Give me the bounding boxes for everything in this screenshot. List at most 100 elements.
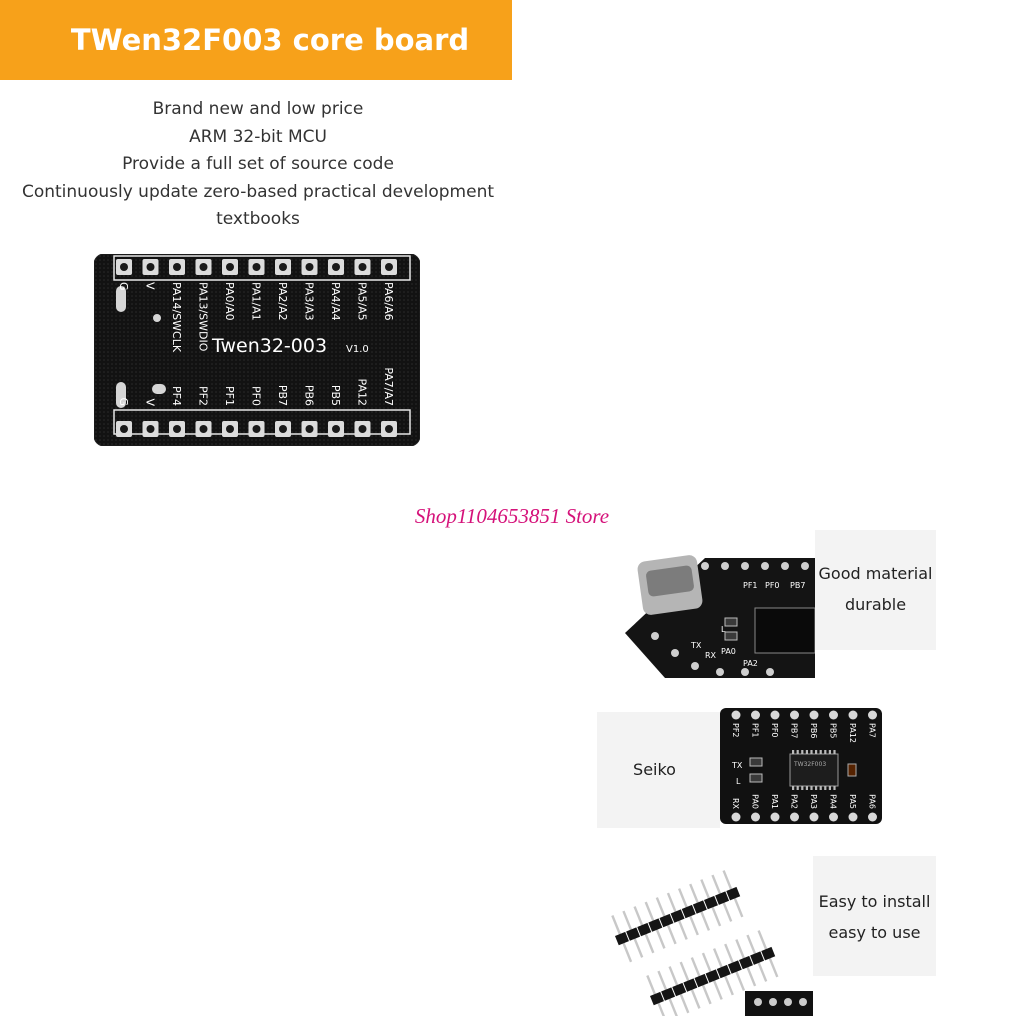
pin-label: PA5 (848, 794, 857, 809)
feature-panel-seiko: Seiko (597, 712, 720, 828)
pin-pad (751, 710, 760, 720)
pin-label: PF0 (770, 723, 779, 738)
pin-hole (146, 425, 155, 433)
pin-hole (120, 425, 128, 433)
pin-label: PF1 (751, 723, 760, 738)
pin-pad (848, 812, 858, 822)
panel-text-line: Easy to install (818, 892, 931, 911)
panel-text-line: durable (844, 595, 907, 614)
pin-label: PF0 (765, 581, 780, 590)
pin-pad (790, 710, 799, 720)
feature-line: textbooks (216, 209, 300, 229)
chip-leg (805, 786, 808, 790)
mount-slot (152, 384, 166, 394)
feature-panel-material: Good material durable (815, 530, 936, 650)
header-block (672, 982, 687, 997)
chip-leg (792, 786, 795, 790)
feature-line: Continuously update zero-based practical… (21, 181, 495, 202)
pin-label: PA0 (721, 647, 736, 656)
pin-pad (848, 710, 858, 720)
header-block (761, 946, 776, 961)
store-watermark: Shop1104653851 Store (414, 504, 610, 528)
header-block (726, 886, 741, 901)
pin-pad (799, 998, 807, 1006)
feature-line: Provide a full set of source code (122, 154, 394, 174)
chip-leg (810, 786, 813, 790)
chip-leg (828, 786, 831, 790)
pin-label-top: PA3/A3 (303, 282, 316, 321)
pin-label-bottom: PA12 (356, 379, 369, 406)
pin-hole (332, 263, 340, 271)
pin-label-top: PA0/A0 (223, 282, 236, 321)
header-block (637, 922, 652, 937)
pin-label-bottom: PF1 (223, 386, 236, 406)
pin-pad (809, 710, 819, 720)
via (153, 314, 161, 322)
header-block (715, 891, 730, 905)
chip-leg (796, 750, 799, 754)
pin-label: L (736, 777, 741, 786)
pin-hole (252, 263, 261, 271)
pin-pad (784, 998, 792, 1006)
pin-label: PA12 (848, 723, 857, 743)
pin-headers-photo (600, 856, 813, 1016)
pin-label-bottom: PF2 (197, 386, 210, 406)
pin-hole (120, 263, 128, 271)
pin-pad (809, 812, 819, 822)
pin-pad (751, 812, 760, 822)
pin-label-top: V (144, 282, 157, 290)
pin-label: PB7 (790, 581, 805, 590)
board-version: V1.0 (346, 344, 369, 355)
pin-label: RX (705, 651, 717, 660)
pin-hole (385, 425, 393, 433)
header-block (692, 900, 707, 914)
chip-leg (792, 750, 795, 754)
pin-label: TX (731, 761, 743, 770)
pin-hole (199, 263, 208, 271)
pin-label: PB5 (829, 723, 838, 738)
pin-header-strip (646, 930, 779, 1016)
header-block (648, 918, 663, 932)
pin-hole (305, 263, 314, 271)
pin-label: PA6 (868, 794, 877, 809)
pin-label-bottom: PB6 (303, 385, 316, 406)
pin-hole (305, 425, 314, 433)
pin-hole (226, 425, 234, 433)
header-block (705, 969, 720, 983)
pin-label-top: G (117, 282, 130, 291)
chip-leg (805, 750, 808, 754)
pin-label: PA7 (868, 723, 877, 738)
header-block (694, 973, 709, 988)
mount-slot (116, 286, 126, 312)
header-block (615, 931, 629, 946)
pin-hole (199, 425, 208, 433)
pin-hole (146, 263, 155, 271)
pcb (94, 254, 420, 446)
chip-leg (819, 750, 822, 754)
chip-leg (810, 750, 813, 754)
pin-hole (279, 425, 287, 433)
pin-label-bottom: V (144, 398, 157, 406)
usb-board-photo: PF1 PF0 RX TX L PA0 PA2 PB7 (625, 548, 815, 678)
chip-leg (833, 786, 836, 790)
pin-hole (173, 263, 181, 271)
pin-pad (769, 998, 777, 1006)
pin-pad (754, 998, 762, 1006)
header-block (704, 895, 718, 910)
pin-label: PA2 (743, 659, 758, 668)
pin-pad (731, 710, 741, 720)
chip-leg (828, 750, 831, 754)
header-block (727, 960, 742, 974)
pin-label-bottom: G (117, 397, 130, 406)
pin-pad (829, 812, 838, 822)
feature-line: ARM 32-bit MCU (189, 126, 327, 147)
pin-label: PF2 (731, 723, 740, 738)
silkscreen-top-bar (113, 255, 411, 281)
panel-text-line: Good material (818, 564, 933, 583)
pin-label-top: PA14/SWCLK (170, 282, 183, 353)
header-block (650, 991, 664, 1006)
pin-header-strip (611, 870, 744, 963)
feature-line: Brand new and low price (152, 99, 364, 119)
